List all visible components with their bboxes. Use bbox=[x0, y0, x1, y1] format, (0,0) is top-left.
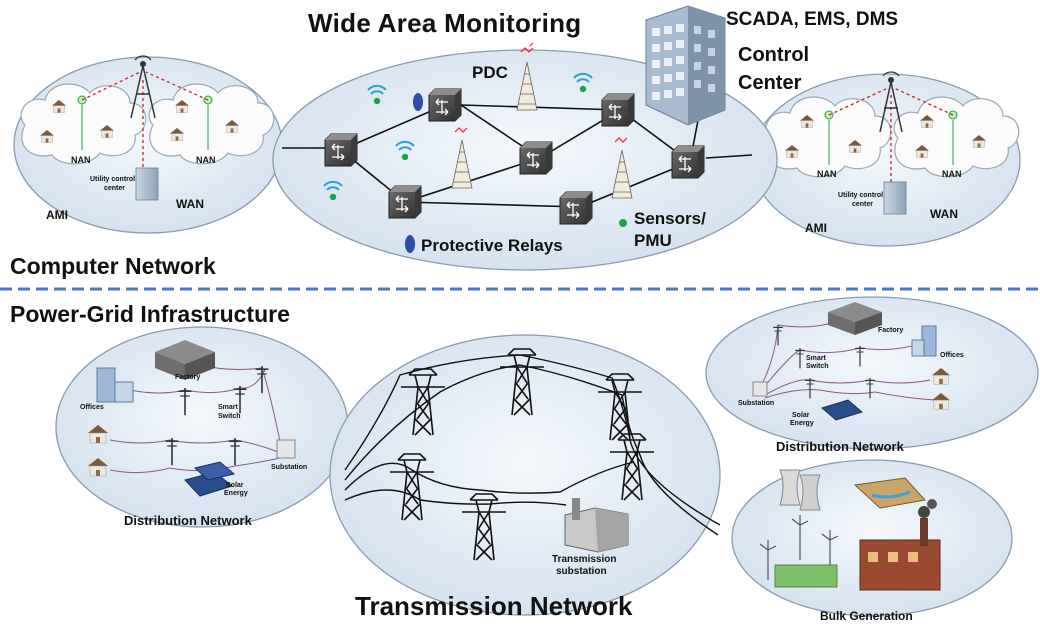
dist-right-smart-2: Switch bbox=[806, 363, 829, 370]
ami-left-red-links bbox=[81, 71, 209, 170]
dist-left-offices-label: Offices bbox=[80, 404, 104, 411]
sensors-label-2: PMU bbox=[634, 231, 672, 250]
dist-left-offices-icon bbox=[96, 367, 134, 403]
router-icon bbox=[428, 88, 462, 122]
dist-right-offices-icon bbox=[911, 325, 937, 357]
dist-left-substation-icon bbox=[276, 439, 296, 459]
dist-left-smart-2: Switch bbox=[218, 413, 241, 420]
dist-right-substation-label: Substation bbox=[738, 400, 775, 407]
transmission-substation-label-1: Transmission bbox=[552, 554, 617, 565]
ami-right-utility-1: Utility control bbox=[838, 192, 884, 199]
relay-icon bbox=[413, 93, 423, 111]
dist-left-title: Distribution Network bbox=[124, 513, 252, 528]
transmission-substation-label-2: substation bbox=[556, 566, 607, 577]
dist-right-ellipse bbox=[705, 296, 1039, 450]
router-icon bbox=[324, 133, 358, 167]
control-center-label-1: Control bbox=[738, 44, 810, 66]
transmission-ellipse bbox=[329, 334, 721, 616]
dist-left-factory-icon bbox=[155, 340, 215, 380]
radio-tower-icons bbox=[451, 42, 633, 199]
dist-right-title: Distribution Network bbox=[776, 439, 904, 454]
dist-right-factory-icon bbox=[828, 302, 882, 335]
coal-plant-icon bbox=[859, 499, 941, 591]
ami-right-utility-2: center bbox=[852, 201, 874, 208]
dist-left-factory-label: Factory bbox=[175, 374, 201, 381]
dist-right-solar-1: Solar bbox=[792, 412, 810, 419]
ami-left-mast-icon bbox=[130, 55, 156, 119]
control-center-label-2: Center bbox=[738, 72, 802, 94]
ami-right-utility-building-icon bbox=[883, 181, 907, 215]
router-icon bbox=[601, 93, 635, 127]
dist-right-solar-icon bbox=[820, 399, 864, 421]
ami-right-ami-label: AMI bbox=[805, 221, 827, 235]
power-grid-title: Power-Grid Infrastructure bbox=[10, 301, 290, 327]
transmission-network-title: Transmission Network bbox=[355, 591, 633, 621]
dist-left-solar-icon bbox=[184, 461, 236, 497]
pdc-label: PDC bbox=[472, 63, 508, 82]
protective-relays-label: Protective Relays bbox=[421, 236, 563, 255]
ami-left-utility-building-icon bbox=[135, 167, 159, 201]
wind-farm-icon bbox=[759, 515, 839, 580]
sensors-label-1: Sensors/ bbox=[634, 209, 706, 228]
bulk-generation-label: Bulk Generation bbox=[820, 609, 913, 623]
dist-right-substation-icon bbox=[752, 381, 768, 397]
ami-right-nan-2: NAN bbox=[942, 169, 962, 179]
ami-right-red-links bbox=[828, 87, 954, 182]
router-icon bbox=[388, 185, 422, 219]
sensor-dot-icon bbox=[619, 219, 627, 227]
ami-left-utility-1: Utility control bbox=[90, 176, 136, 183]
computer-network-title: Computer Network bbox=[10, 253, 216, 279]
router-icon bbox=[519, 141, 553, 175]
ami-right-mast-icon bbox=[879, 71, 903, 133]
dist-left-solar-2: Energy bbox=[224, 490, 248, 497]
dist-left-smart-1: Smart bbox=[218, 404, 238, 411]
ami-left-wan-label: WAN bbox=[176, 197, 204, 211]
ami-right-wan-label: WAN bbox=[930, 207, 958, 221]
control-center-building-icon bbox=[645, 5, 726, 126]
ami-left-ami-label: AMI bbox=[46, 208, 68, 222]
transmission-substation-icon bbox=[564, 498, 629, 553]
dist-right-factory-label: Factory bbox=[878, 327, 904, 334]
wind-farm-ground-icon bbox=[774, 564, 838, 588]
dist-right-smart-1: Smart bbox=[806, 355, 826, 362]
dist-right-solar-2: Energy bbox=[790, 420, 814, 427]
scada-label: SCADA, EMS, DMS bbox=[726, 9, 899, 30]
ami-right-nan-1: NAN bbox=[817, 169, 837, 179]
relay-legend-icon bbox=[405, 235, 415, 253]
hydro-dam-icon bbox=[853, 477, 926, 509]
dist-left-substation-label: Substation bbox=[271, 464, 308, 471]
dist-right-offices-label: Offices bbox=[940, 352, 964, 359]
ami-left-nan-2: NAN bbox=[196, 155, 216, 165]
nuclear-plant-icon bbox=[779, 469, 821, 511]
router-icon bbox=[559, 191, 593, 225]
wide-area-monitoring-title: Wide Area Monitoring bbox=[308, 8, 582, 38]
ami-left-utility-2: center bbox=[104, 185, 126, 192]
router-icon bbox=[671, 145, 705, 179]
dist-left-solar-1: Solar bbox=[226, 482, 244, 489]
ami-left-nan-1: NAN bbox=[71, 155, 91, 165]
